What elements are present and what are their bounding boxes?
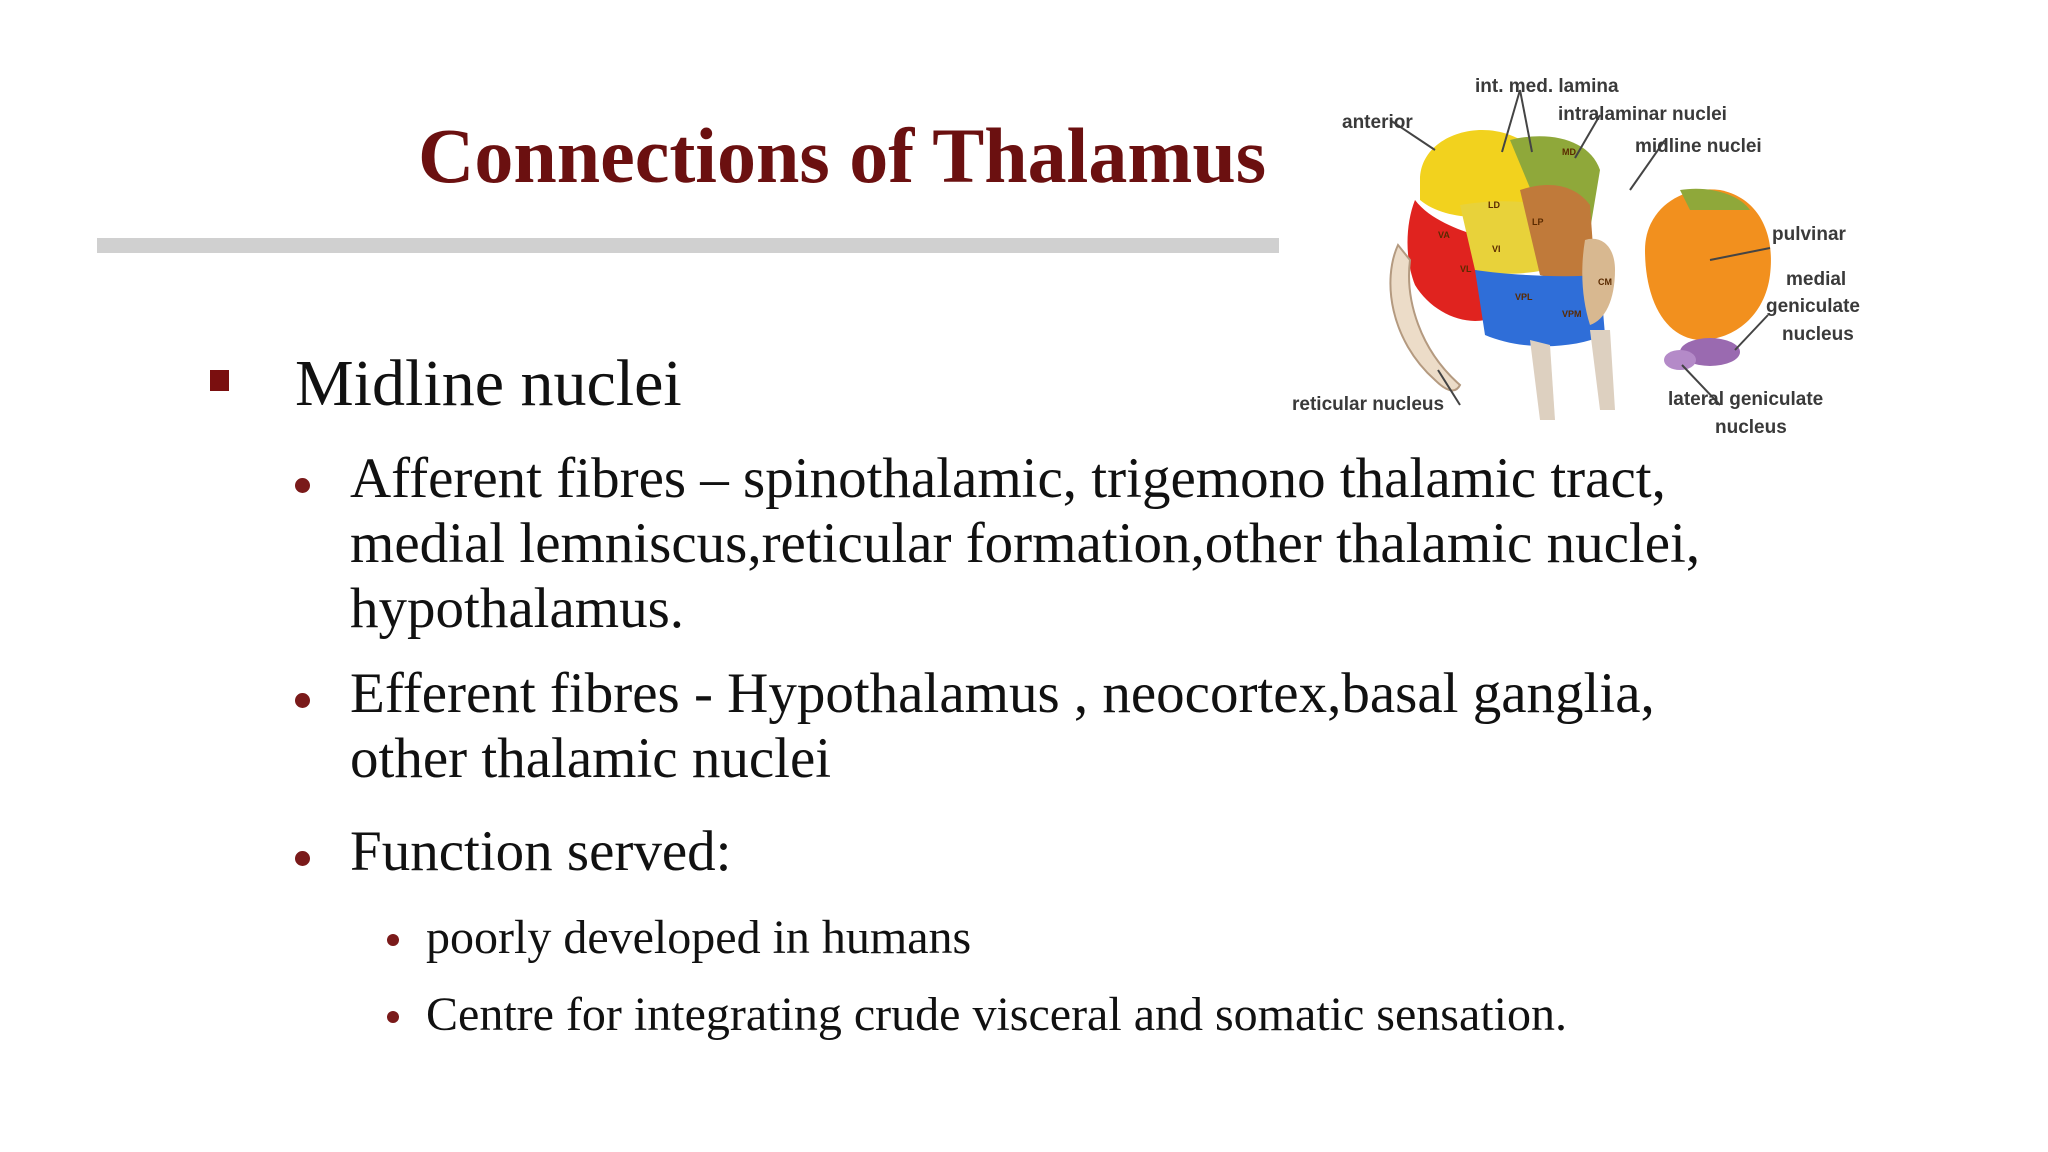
region-tag-vi: VI bbox=[1492, 244, 1501, 254]
label-medial-geniculate-2: geniculate bbox=[1766, 296, 1860, 317]
bullet-function-served: Function served: bbox=[350, 820, 732, 883]
thalamus-stem bbox=[1530, 340, 1555, 420]
pulvinar-region bbox=[1645, 189, 1771, 340]
ventral-anterior-region bbox=[1407, 200, 1485, 321]
sub-bullet-dot bbox=[387, 934, 399, 946]
region-tag-vpm: VPM bbox=[1562, 309, 1582, 319]
heading-midline-nuclei: Midline nuclei bbox=[295, 347, 682, 420]
label-lateral-geniculate-1: lateral geniculate bbox=[1668, 389, 1823, 410]
sub-bullet-poorly-developed: poorly developed in humans bbox=[426, 911, 972, 964]
thalamus-diagram-svg: MD LD LP VA VL VI VPL VPM CM int. m bbox=[1292, 76, 1860, 438]
region-tag-cm: CM bbox=[1598, 277, 1612, 287]
label-pulvinar: pulvinar bbox=[1772, 224, 1847, 245]
bullet-efferent-fibres: Efferent fibres - Hypothalamus , neocort… bbox=[350, 662, 1655, 790]
centromedian-region bbox=[1582, 238, 1615, 325]
title-divider bbox=[97, 238, 1279, 253]
square-bullet bbox=[210, 370, 229, 391]
slide-title: Connections of Thalamus bbox=[418, 112, 1267, 199]
label-medial-geniculate-1: medial bbox=[1786, 269, 1846, 290]
bullet-afferent-fibres: Afferent fibres – spinothalamic, trigemo… bbox=[350, 447, 1701, 640]
leader-lines bbox=[1389, 89, 1771, 406]
label-lateral-geniculate-2: nucleus bbox=[1715, 417, 1787, 438]
region-tag-lp: LP bbox=[1532, 217, 1544, 227]
bullet-dot bbox=[295, 478, 310, 493]
label-int-med-lamina: int. med. lamina bbox=[1475, 76, 1619, 97]
region-tag-vpl: VPL bbox=[1515, 292, 1533, 302]
medial-dorsal-region bbox=[1520, 185, 1595, 279]
lateral-geniculate-region bbox=[1664, 350, 1696, 370]
label-medial-geniculate-3: nucleus bbox=[1782, 324, 1854, 345]
sub-bullet-centre-integrating: Centre for integrating crude visceral an… bbox=[426, 988, 1567, 1041]
pulvinar-cap bbox=[1680, 188, 1750, 210]
region-tag-vl: VL bbox=[1460, 264, 1472, 274]
label-anterior: anterior bbox=[1342, 112, 1413, 133]
thalamus-stem bbox=[1590, 330, 1615, 410]
label-midline-nuclei: midline nuclei bbox=[1635, 136, 1762, 157]
sub-bullet-dot bbox=[387, 1011, 399, 1023]
ventral-posterior-region bbox=[1475, 270, 1605, 347]
thalamus-diagram: MD LD LP VA VL VI VPL VPM CM int. m bbox=[1270, 60, 1910, 460]
bullet-dot bbox=[295, 693, 310, 708]
region-tag-ld: LD bbox=[1488, 200, 1500, 210]
bullet-dot bbox=[295, 851, 310, 866]
label-intralaminar-nuclei: intralaminar nuclei bbox=[1558, 104, 1727, 125]
label-reticular-nucleus: reticular nucleus bbox=[1292, 394, 1444, 415]
region-tag-va: VA bbox=[1438, 230, 1450, 240]
region-tag-md: MD bbox=[1562, 147, 1576, 157]
lateral-dorsal-region bbox=[1460, 201, 1545, 274]
